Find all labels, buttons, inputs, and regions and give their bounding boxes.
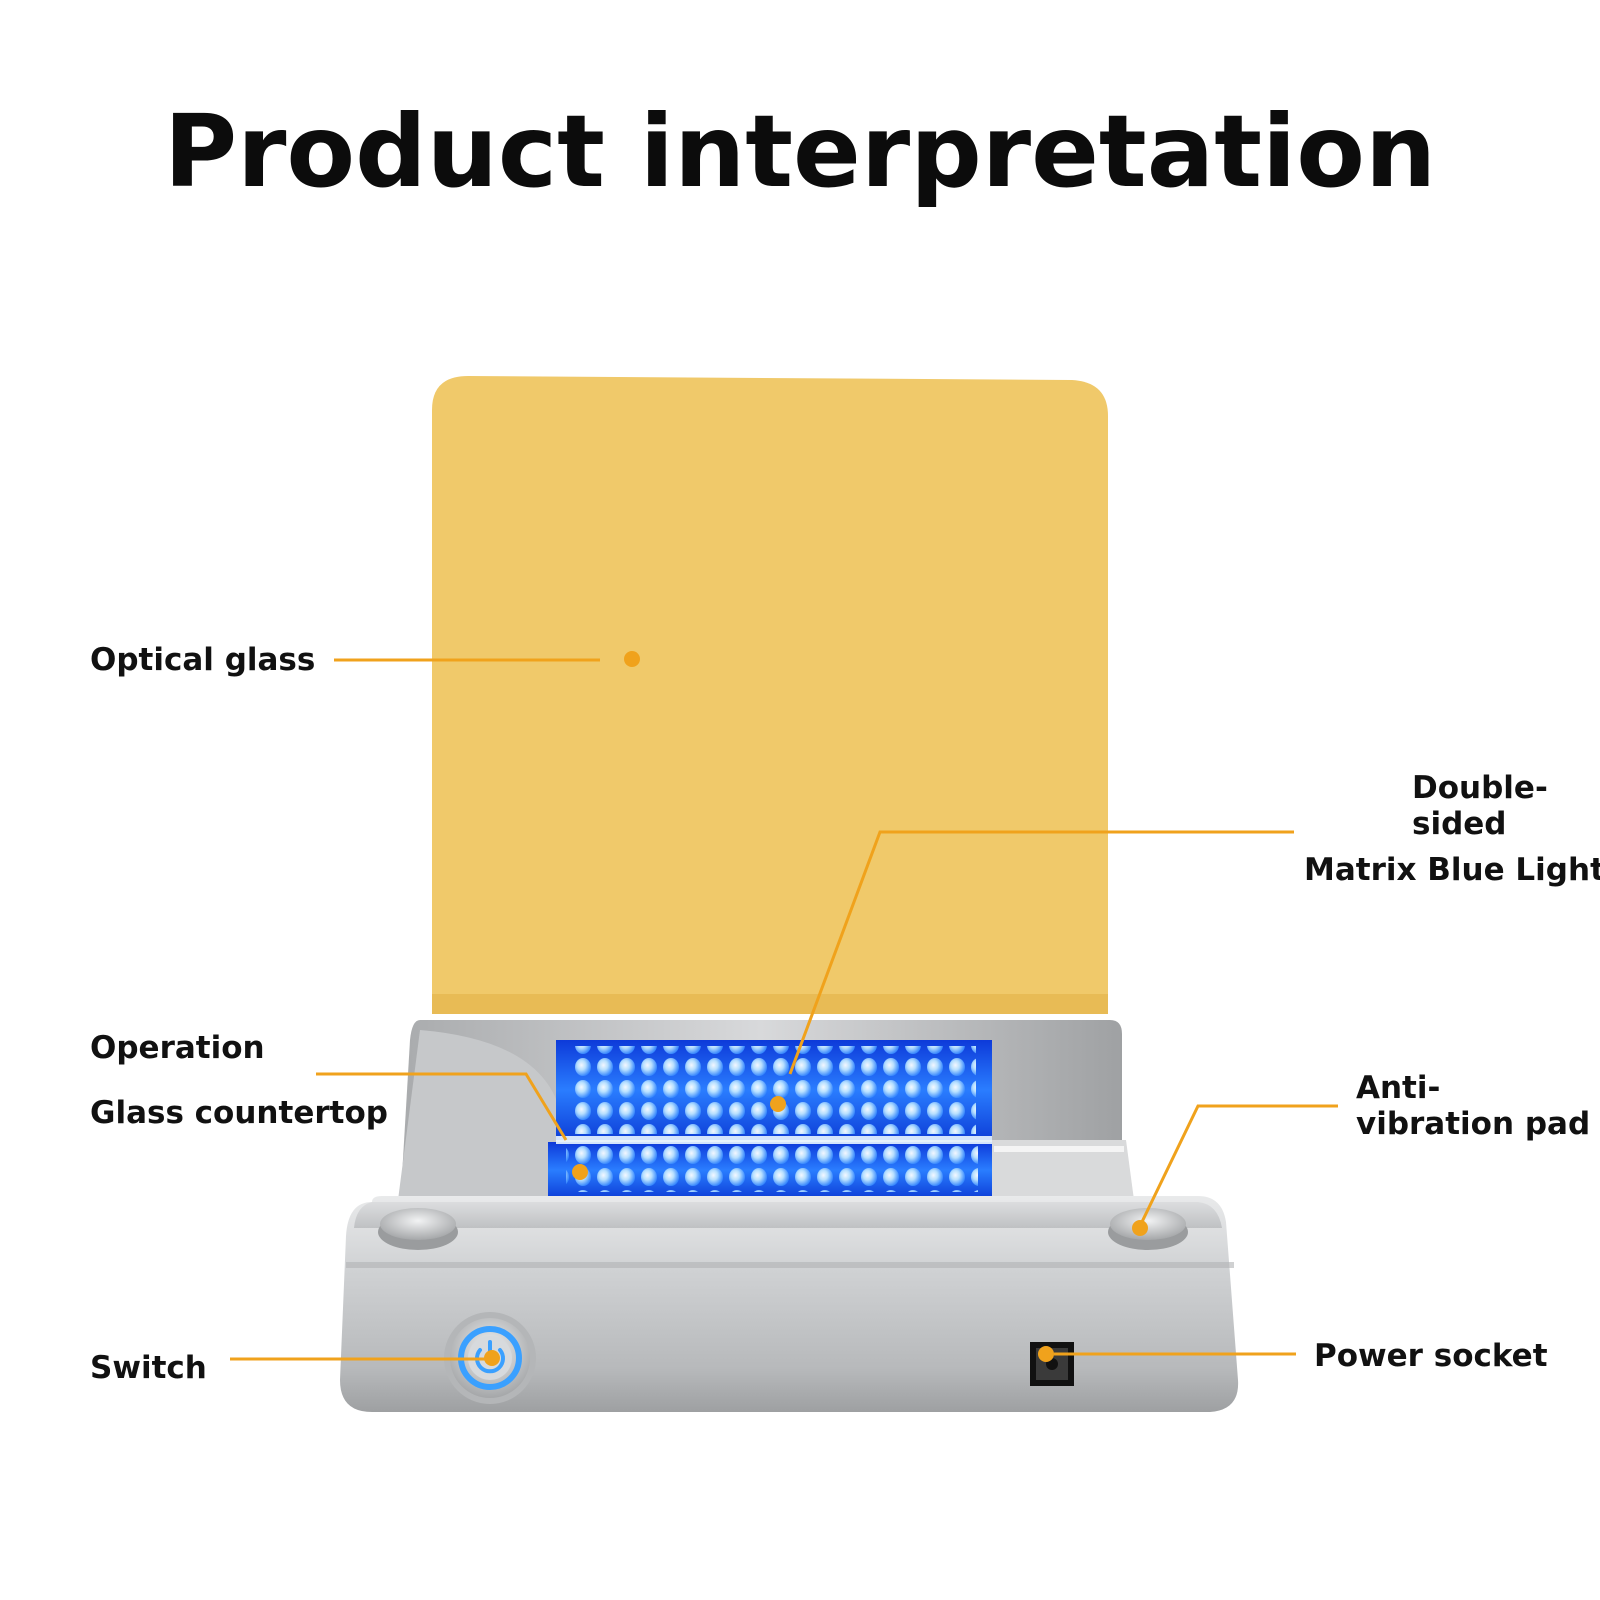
power-socket xyxy=(1030,1342,1074,1386)
label-double-sided-line2: sided xyxy=(1412,806,1507,842)
optical-glass-panel xyxy=(432,376,1108,1014)
label-double-sided-line1: Double- xyxy=(1412,770,1548,806)
callout-lines xyxy=(230,658,1338,1361)
glass-hinge xyxy=(432,994,1108,1014)
front-body xyxy=(340,1196,1239,1412)
label-optical-glass: Optical glass xyxy=(90,642,316,678)
label-switch: Switch xyxy=(90,1350,207,1386)
label-power-socket: Power socket xyxy=(1314,1338,1548,1374)
glass-countertop xyxy=(556,1136,992,1144)
label-anti-line1: Anti- xyxy=(1356,1070,1441,1106)
label-matrix-blue-light: Matrix Blue Light xyxy=(1304,852,1600,888)
page-title: Product interpretation xyxy=(163,93,1437,210)
label-anti-line2: vibration pad xyxy=(1356,1106,1591,1142)
label-glass-countertop: Glass countertop xyxy=(90,1095,388,1131)
callout-dots xyxy=(484,651,1148,1366)
right-tray xyxy=(992,1140,1134,1200)
label-operation: Operation xyxy=(90,1030,265,1066)
